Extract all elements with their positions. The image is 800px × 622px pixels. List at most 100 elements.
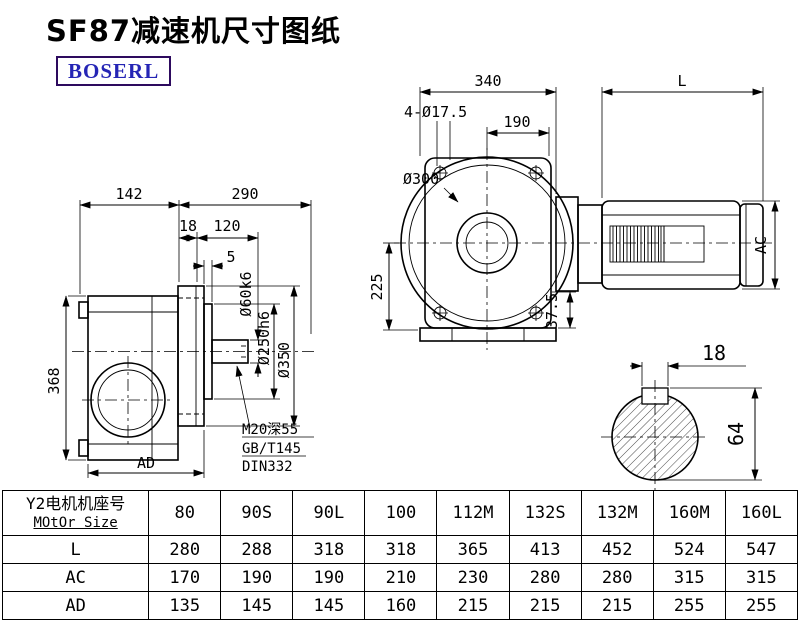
dim-dia300: Ø300 — [403, 170, 459, 203]
motor-size-table: Y2电机机座号 MOtOr Size 80 90S 90L 100 112M 1… — [1, 490, 799, 620]
dim-key-18-label: 18 — [702, 341, 726, 365]
value-cell: 160 — [364, 591, 438, 620]
value-cell: 145 — [292, 591, 366, 620]
size-header-cell: 112M — [436, 490, 510, 536]
dim-368: 368 — [45, 295, 86, 461]
dim-holes-label: 4-Ø17.5 — [404, 103, 467, 121]
value-cell: 255 — [652, 591, 726, 620]
value-cell: 413 — [508, 535, 582, 564]
note-gbt145-label: GB/T145 — [242, 441, 301, 457]
value-cell: 452 — [580, 535, 654, 564]
dim-120: 120 — [196, 217, 259, 326]
dim-dia60-label: Ø60k6 — [237, 271, 255, 316]
value-cell: 215 — [508, 591, 582, 620]
motor-body — [601, 200, 741, 290]
dim-L-label: L — [677, 72, 686, 90]
value-cell: 255 — [724, 591, 799, 620]
dim-dia250: Ø250h6 — [214, 303, 280, 400]
value-cell: 547 — [724, 535, 799, 564]
value-cell: 135 — [148, 591, 222, 620]
dim-dia300-label: Ø300 — [403, 170, 439, 188]
dim-AC-label: AC — [752, 236, 770, 254]
value-cell: 215 — [580, 591, 654, 620]
dim-key-18: 18 — [630, 341, 746, 386]
value-cell: 280 — [580, 563, 654, 592]
size-header-cell: 132S — [508, 490, 582, 536]
shaft-end-notes: M20深55 GB/T145 DIN332 — [235, 365, 314, 475]
size-header-cell: 132M — [580, 490, 654, 536]
motor-frame-block — [663, 225, 705, 263]
dim-5-label: 5 — [226, 248, 235, 266]
value-cell: 230 — [436, 563, 510, 592]
dim-142: 142 — [79, 185, 180, 294]
dim-dia60: Ø60k6 — [237, 271, 264, 377]
value-cell: 190 — [220, 563, 294, 592]
note-din332-label: DIN332 — [242, 459, 293, 475]
dim-190-label: 190 — [503, 113, 530, 131]
housing-body — [87, 295, 179, 461]
gearbox-side-view: 142 290 18 120 5 368 — [45, 185, 316, 478]
dim-dia250-label: Ø250h6 — [255, 311, 273, 365]
size-header-cell: 90L — [292, 490, 366, 536]
dim-340: 340 — [419, 72, 557, 194]
dim-37-5-label: 37.5 — [543, 293, 561, 329]
dim-290: 290 — [178, 185, 312, 334]
value-cell: 210 — [364, 563, 438, 592]
note-m20-label: M20深55 — [242, 422, 298, 438]
dim-bolt-holes: 4-Ø17.5 — [404, 103, 467, 166]
boserl-logo: BOSERL — [56, 56, 172, 86]
value-cell: 280 — [148, 535, 222, 564]
value-cell: 318 — [292, 535, 366, 564]
value-cell: 524 — [652, 535, 726, 564]
front-view-part-outline — [394, 148, 772, 350]
motor-bell — [577, 204, 603, 284]
size-header-cell: 80 — [148, 490, 222, 536]
mounting-lug-top — [78, 301, 89, 319]
dim-142-label: 142 — [115, 185, 142, 203]
value-cell: 145 — [220, 591, 294, 620]
dim-37-5: 37.5 — [543, 291, 576, 329]
size-header-cell: 160M — [652, 490, 726, 536]
base-foot — [419, 327, 557, 342]
dim-18-flange: 18 — [178, 217, 198, 282]
motor-size-header-cn: Y2电机机座号 — [25, 494, 126, 513]
value-cell: 280 — [508, 563, 582, 592]
dim-120-label: 120 — [213, 217, 240, 235]
dim-225-label: 225 — [368, 273, 386, 300]
side-view-part-outline — [72, 285, 316, 461]
dim-L: L — [601, 72, 764, 201]
dim-AD: AD — [87, 430, 205, 478]
value-cell: 365 — [436, 535, 510, 564]
row-label-AC: AC — [1, 563, 150, 592]
dim-290-label: 290 — [231, 185, 258, 203]
value-cell: 315 — [652, 563, 726, 592]
fan-cover — [739, 203, 764, 287]
size-header-cell: 90S — [220, 490, 294, 536]
dim-AD-label: AD — [137, 454, 155, 472]
value-cell: 170 — [148, 563, 222, 592]
value-cell: 318 — [364, 535, 438, 564]
dim-dia350: Ø350 — [206, 285, 300, 427]
motor-size-header-en: MOtOr Size — [33, 515, 118, 531]
dim-AC: AC — [742, 200, 780, 290]
size-header-cell: 160L — [724, 490, 799, 536]
shaft-section-view: 18 64 — [601, 341, 762, 492]
gearbox-front-view: 340 L 4-Ø17.5 190 Ø300 225 — [368, 72, 780, 350]
table-corner-header: Y2电机机座号 MOtOr Size — [1, 490, 150, 536]
value-cell: 315 — [724, 563, 799, 592]
dim-key-64-label: 64 — [724, 422, 748, 446]
size-header-cell: 100 — [364, 490, 438, 536]
motor-fins-block — [609, 225, 665, 263]
value-cell: 190 — [292, 563, 366, 592]
output-flange — [177, 285, 205, 427]
dim-368-label: 368 — [45, 367, 63, 394]
page-title: SF87减速机尺寸图纸 — [46, 14, 342, 48]
dim-225: 225 — [368, 242, 418, 331]
dim-18-label: 18 — [179, 217, 197, 235]
dim-key-64: 64 — [657, 387, 762, 481]
row-label-L: L — [1, 535, 150, 564]
dim-dia350-label: Ø350 — [275, 342, 293, 378]
value-cell: 288 — [220, 535, 294, 564]
technical-drawing: 142 290 18 120 5 368 — [45, 72, 780, 492]
row-label-AD: AD — [1, 591, 150, 620]
